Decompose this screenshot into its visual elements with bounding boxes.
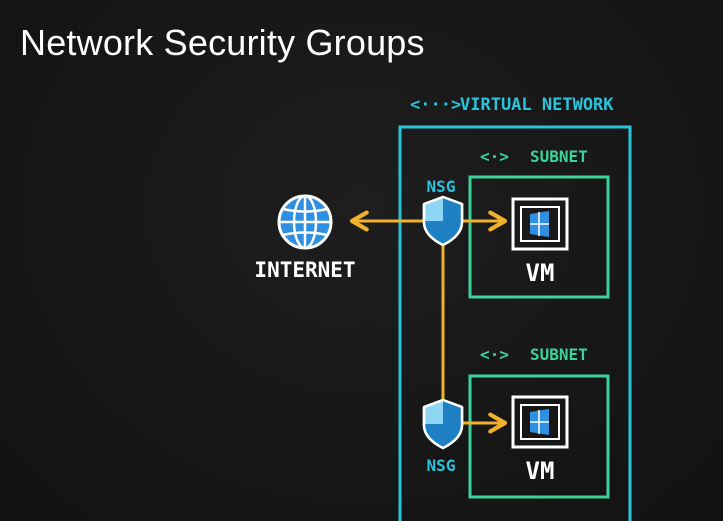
subnet-2-boundary xyxy=(468,374,610,499)
windows-vm-icon xyxy=(511,395,569,449)
nsg-label: NSG xyxy=(427,177,456,196)
nsg-2: NSG xyxy=(422,398,464,475)
subnet-2-glyph: <·> xyxy=(480,345,509,364)
shield-icon xyxy=(422,398,464,450)
subnet-1-glyph: <·> xyxy=(480,147,509,166)
subnet-2-label: SUBNET xyxy=(530,345,588,364)
windows-vm-icon xyxy=(511,197,569,251)
vnet-boundary xyxy=(398,125,632,521)
page-title: Network Security Groups xyxy=(20,22,425,63)
connections xyxy=(349,210,508,434)
virtual-network: <···> VIRTUAL NETWORK xyxy=(398,95,632,521)
shield-icon xyxy=(422,195,464,247)
vnet-glyph: <···> xyxy=(410,95,461,115)
internet-label: INTERNET xyxy=(254,258,355,282)
subnet-1: <·> SUBNET VM xyxy=(468,147,610,299)
nsg-label: NSG xyxy=(427,456,456,475)
nsg-1: NSG xyxy=(422,177,464,247)
internet-node: INTERNET xyxy=(254,194,356,282)
vm-label: VM xyxy=(526,457,555,485)
subnet-1-boundary xyxy=(468,175,610,299)
globe-icon xyxy=(277,194,333,250)
subnet-2: <·> SUBNET VM xyxy=(468,345,610,499)
vnet-label: VIRTUAL NETWORK xyxy=(460,95,614,115)
subnet-1-label: SUBNET xyxy=(530,147,588,166)
vm-label: VM xyxy=(526,259,555,287)
